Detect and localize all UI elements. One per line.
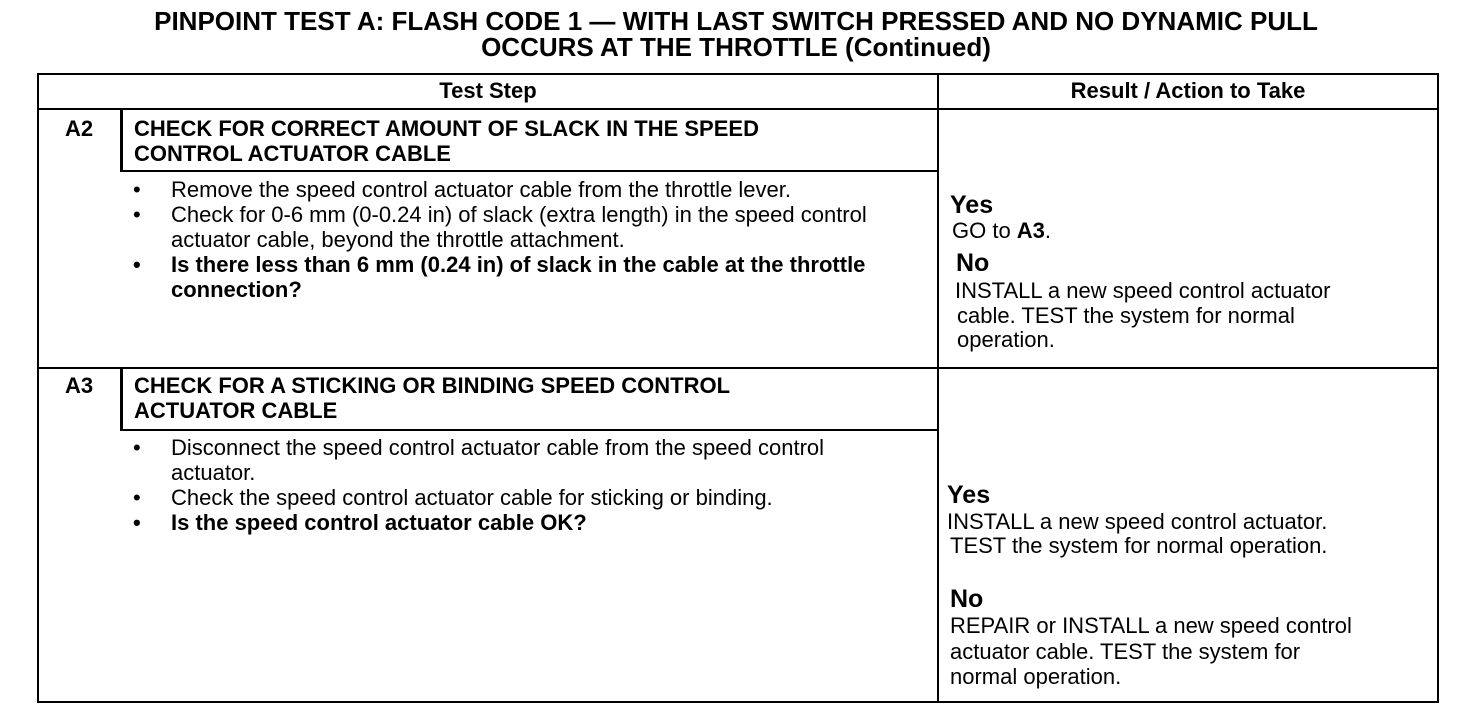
yes-action-text: GO to — [952, 218, 1017, 243]
title-line-1: PINPOINT TEST A: FLASH CODE 1 — WITH LAS… — [154, 6, 1318, 36]
step-title-a2-line-2: CONTROL ACTUATOR CABLE — [134, 141, 451, 166]
list-item: • Check for 0-6 mm (0-0.24 in) of slack (… — [130, 202, 920, 252]
no-action-line-2: actuator cable. TEST the system for — [950, 639, 1301, 664]
step-id-divider-a2 — [120, 108, 123, 171]
list-item: • Remove the speed control actuator cable… — [130, 177, 920, 202]
header-result-action: Result / Action to Take — [1070, 78, 1306, 103]
instruction-question: Is there less than 6 mm (0.24 in) of sla… — [171, 252, 866, 302]
no-action-line-3: operation. — [957, 327, 1055, 352]
step-title-a3-line-1: CHECK FOR A STICKING OR BINDING SPEED CO… — [134, 373, 731, 398]
column-divider — [937, 73, 939, 703]
no-action-line-3: normal operation. — [950, 664, 1122, 689]
list-item: • Disconnect the speed control actuator c… — [130, 435, 920, 485]
instruction-text: Remove the speed control actuator cable … — [171, 177, 791, 202]
result-no-label: No — [956, 249, 990, 277]
instruction-question: Is the speed control actuator cable OK? — [171, 510, 587, 535]
result-no-action: INSTALL a new speed control actuator cab… — [950, 277, 1420, 351]
pinpoint-table — [37, 73, 1439, 703]
step-id-divider-a3 — [120, 367, 123, 430]
list-item: • Check the speed control actuator cable … — [130, 485, 920, 510]
step-instructions-a3: • Disconnect the speed control actuator c… — [130, 435, 920, 535]
yes-action-suffix: . — [1044, 218, 1052, 243]
title-line-2: OCCURS AT THE THROTTLE (Continued) — [481, 32, 991, 62]
yes-action-line-1: INSTALL a new speed control actuator. — [947, 509, 1328, 534]
step-reference: A3 — [1016, 218, 1045, 243]
list-item: • Is the speed control actuator cable OK? — [130, 510, 920, 535]
step-id-a3: A3 — [64, 373, 94, 398]
result-yes-label: Yes — [947, 481, 991, 509]
bullet-icon: • — [133, 510, 141, 535]
yes-action-line-2: TEST the system for normal operation. — [950, 533, 1328, 558]
step-id-a2: A2 — [64, 116, 94, 141]
bullet-icon: • — [133, 252, 141, 277]
step-title-a3: CHECK FOR A STICKING OR BINDING SPEED CO… — [134, 373, 924, 423]
result-yes-action: GO to A3. — [950, 219, 1420, 243]
no-action-line-1: INSTALL a new speed control actuator — [955, 278, 1331, 303]
no-action-line-1: REPAIR or INSTALL a new speed control — [950, 613, 1352, 638]
result-yes-label: Yes — [950, 191, 994, 219]
result-a3: Yes INSTALL a new speed control actuator… — [947, 481, 1417, 689]
step-title-a2-line-1: CHECK FOR CORRECT AMOUNT OF SLACK IN THE… — [134, 116, 759, 141]
result-a2: Yes GO to A3. No INSTALL a new speed con… — [950, 191, 1420, 351]
instruction-text: Disconnect the speed control actuator ca… — [171, 435, 825, 485]
result-yes-action: INSTALL a new speed control actuator. TE… — [947, 509, 1417, 557]
step-title-a2: CHECK FOR CORRECT AMOUNT OF SLACK IN THE… — [134, 116, 924, 166]
result-no-label: No — [950, 585, 984, 613]
instruction-text: Check for 0-6 mm (0-0.24 in) of slack (e… — [171, 202, 867, 252]
bullet-icon: • — [133, 202, 141, 227]
no-action-line-2: cable. TEST the system for normal — [957, 303, 1295, 328]
step-title-a3-line-2: ACTUATOR CABLE — [134, 398, 338, 423]
bullet-icon: • — [133, 485, 141, 510]
step-instructions-a2: • Remove the speed control actuator cable… — [130, 177, 920, 302]
a2-title-divider — [120, 170, 938, 172]
bullet-icon: • — [133, 435, 141, 460]
header-divider — [37, 108, 1439, 110]
instruction-text: Check the speed control actuator cable f… — [171, 485, 773, 510]
page-title: PINPOINT TEST A: FLASH CODE 1 — WITH LAS… — [0, 8, 1472, 60]
a3-title-divider — [120, 429, 938, 431]
bullet-icon: • — [133, 177, 141, 202]
list-item: • Is there less than 6 mm (0.24 in) of sl… — [130, 252, 920, 302]
header-test-step: Test Step — [439, 78, 537, 103]
row-divider-a3 — [37, 367, 1439, 369]
result-no-action: REPAIR or INSTALL a new speed control ac… — [947, 613, 1417, 689]
